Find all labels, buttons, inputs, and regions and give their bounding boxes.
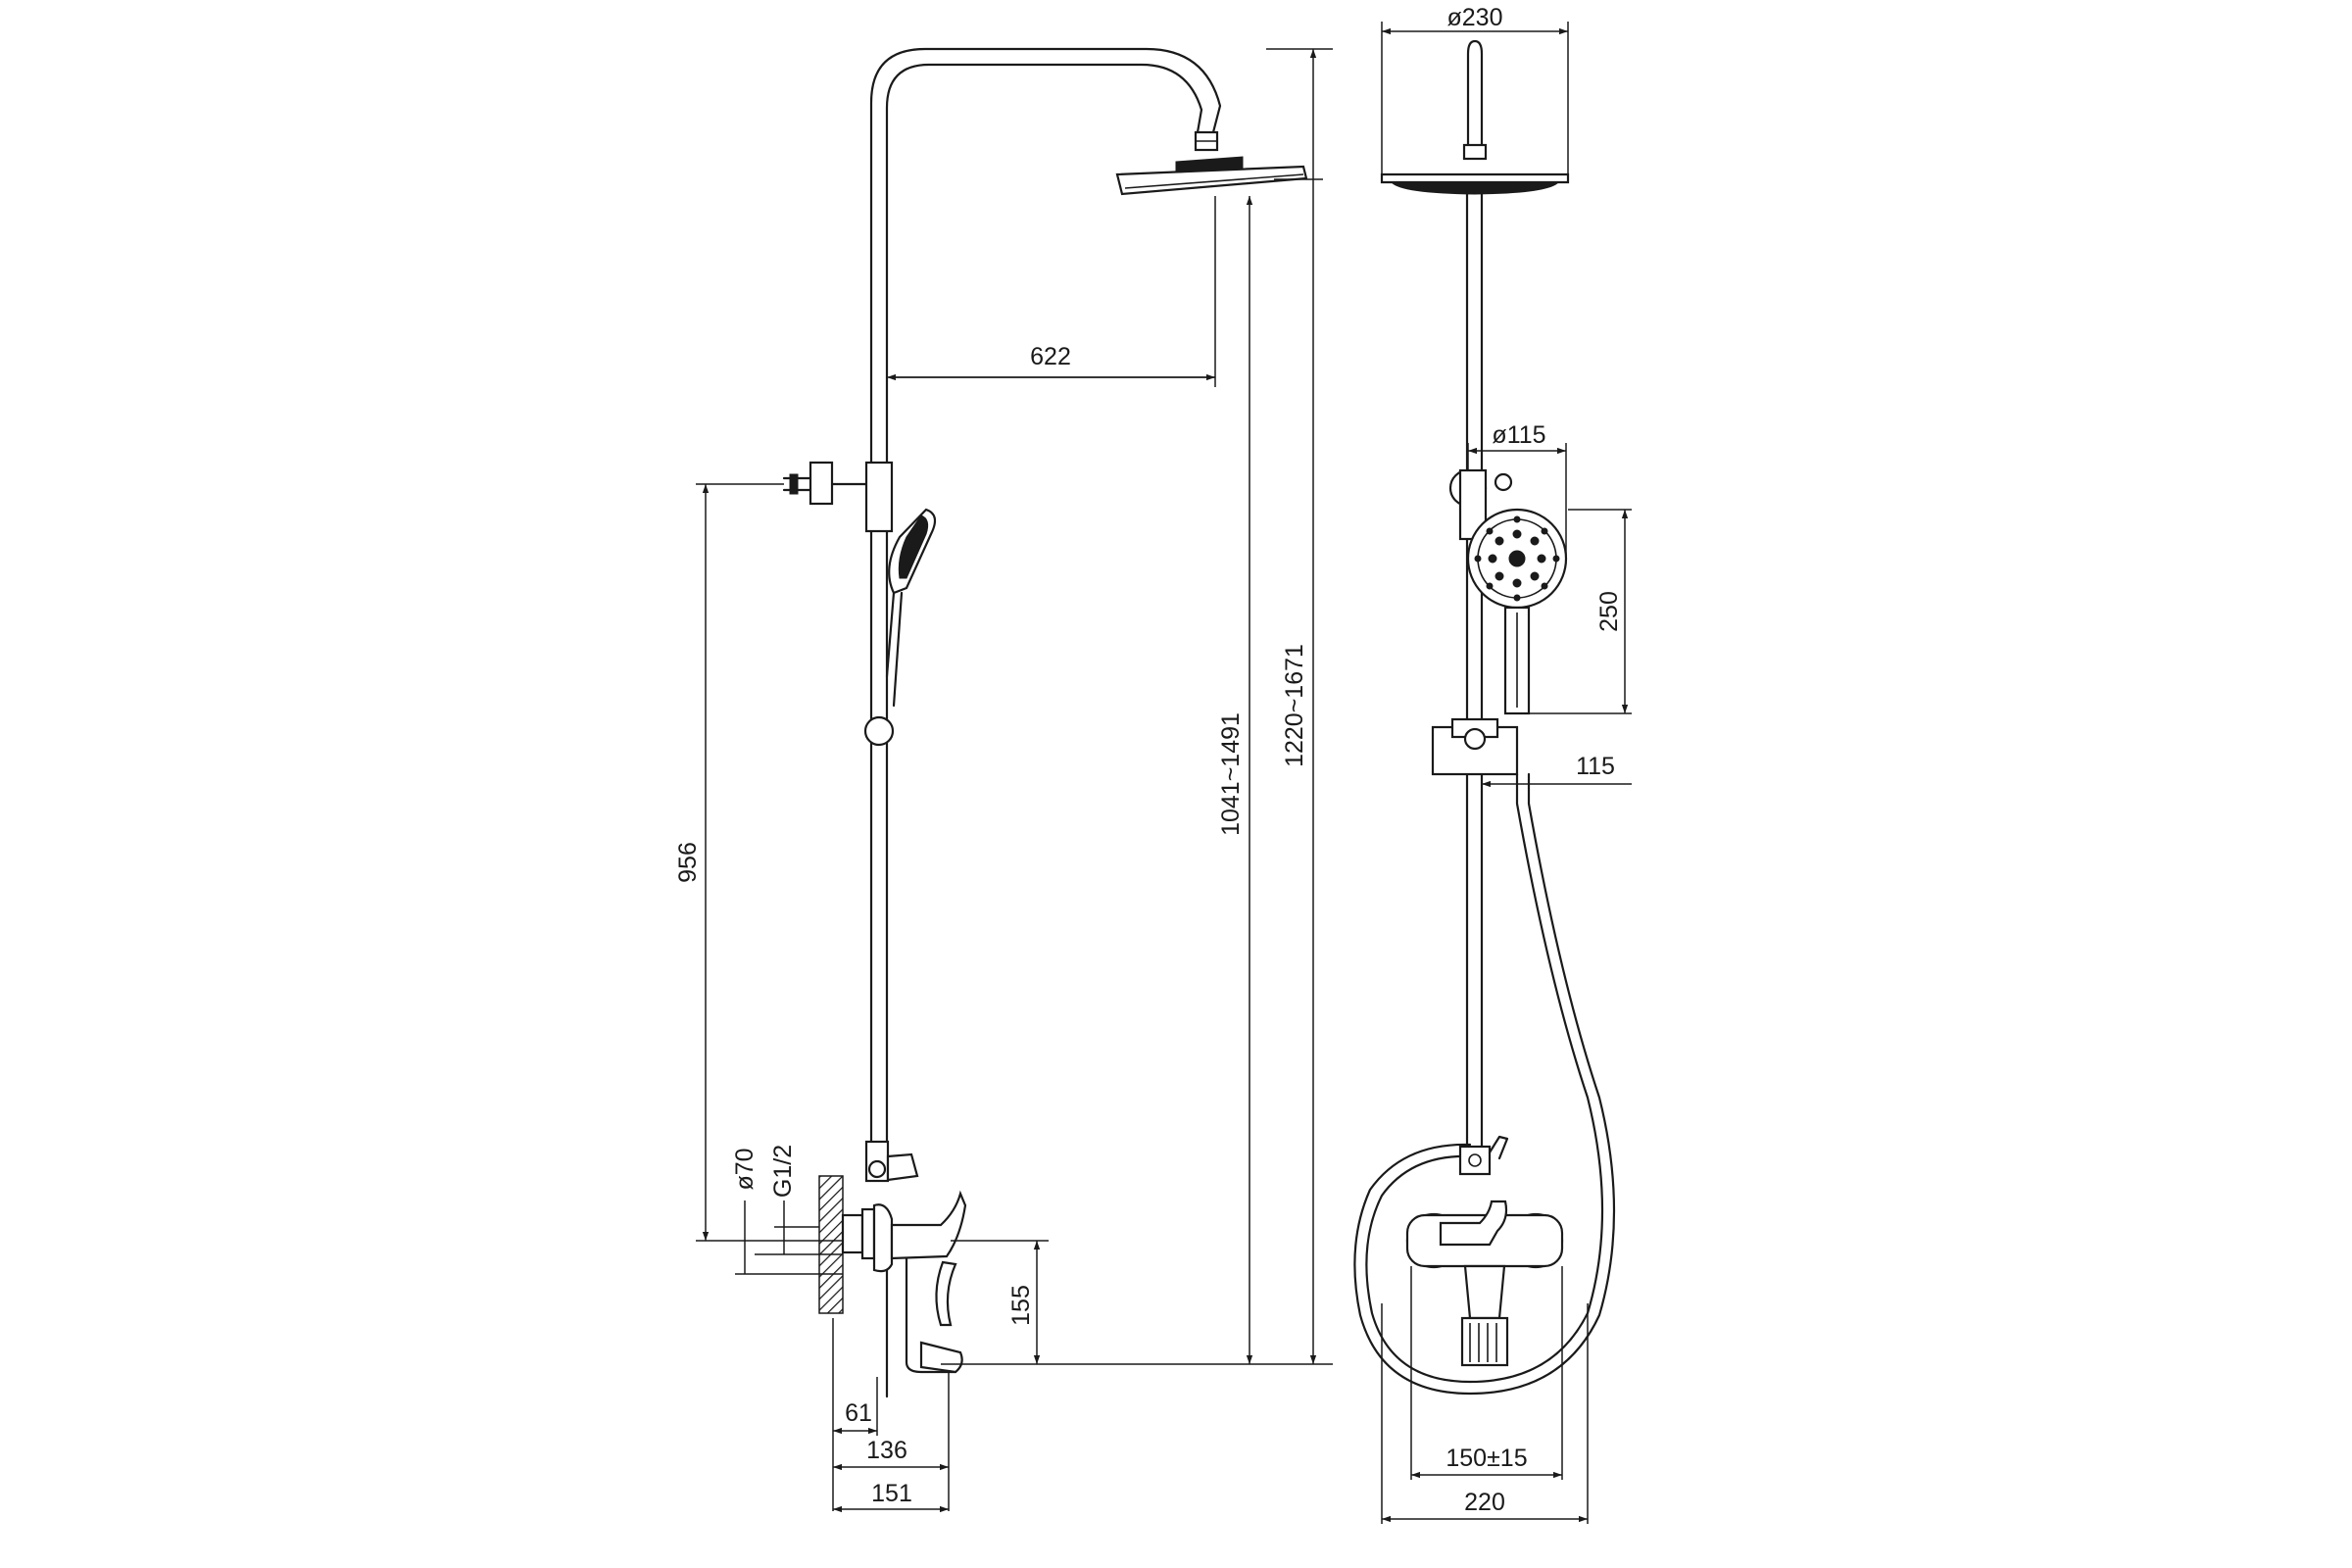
rain-head-front	[1380, 39, 1570, 195]
dim-label-220: 220	[1464, 1489, 1505, 1516]
dim-label-rain-diameter: ø230	[1447, 4, 1503, 31]
dim-label-155: 155	[1007, 1285, 1035, 1326]
hose-inner	[1353, 772, 1616, 1396]
front-view: ø230 ø115 250 115 150±15 220	[1353, 4, 1632, 1524]
dim-label-115: 115	[1576, 753, 1615, 780]
hand-shower-front	[1466, 508, 1568, 715]
dim-label-total-height: 1220~1671	[1281, 644, 1308, 767]
riser-pipe-inner	[885, 63, 1203, 1163]
dim-label-hand-diameter: ø115	[1492, 421, 1545, 449]
dim-label-622: 622	[1030, 343, 1071, 370]
wall-bracket	[782, 461, 894, 533]
dim-label-250: 250	[1595, 591, 1623, 632]
dim-label-thread: G1/2	[769, 1145, 797, 1198]
dim-label-61: 61	[845, 1399, 872, 1427]
slider-front	[1431, 717, 1519, 776]
dim-label-150: 150±15	[1446, 1445, 1527, 1472]
riser-pipe	[869, 47, 1222, 1163]
dim-label-956: 956	[674, 842, 702, 883]
dim-label-151: 151	[871, 1480, 912, 1507]
mixer-front	[1405, 1200, 1564, 1367]
rain-head-side	[1115, 156, 1308, 196]
diverter-front	[1458, 1135, 1509, 1176]
dim-label-flange: ø70	[731, 1148, 759, 1190]
dim-label-136: 136	[866, 1437, 907, 1464]
side-view: 622 956 1041~1491 1220~1671 155 ø70 G1/2…	[674, 47, 1333, 1513]
hose	[1365, 772, 1604, 1384]
mixer-side	[841, 1190, 967, 1398]
dim-label-hand-height: 1041~1491	[1217, 712, 1245, 836]
slider-knob	[863, 715, 895, 747]
diverter	[864, 1140, 919, 1183]
hand-shower-side	[885, 508, 937, 708]
wall-section	[818, 1175, 844, 1314]
